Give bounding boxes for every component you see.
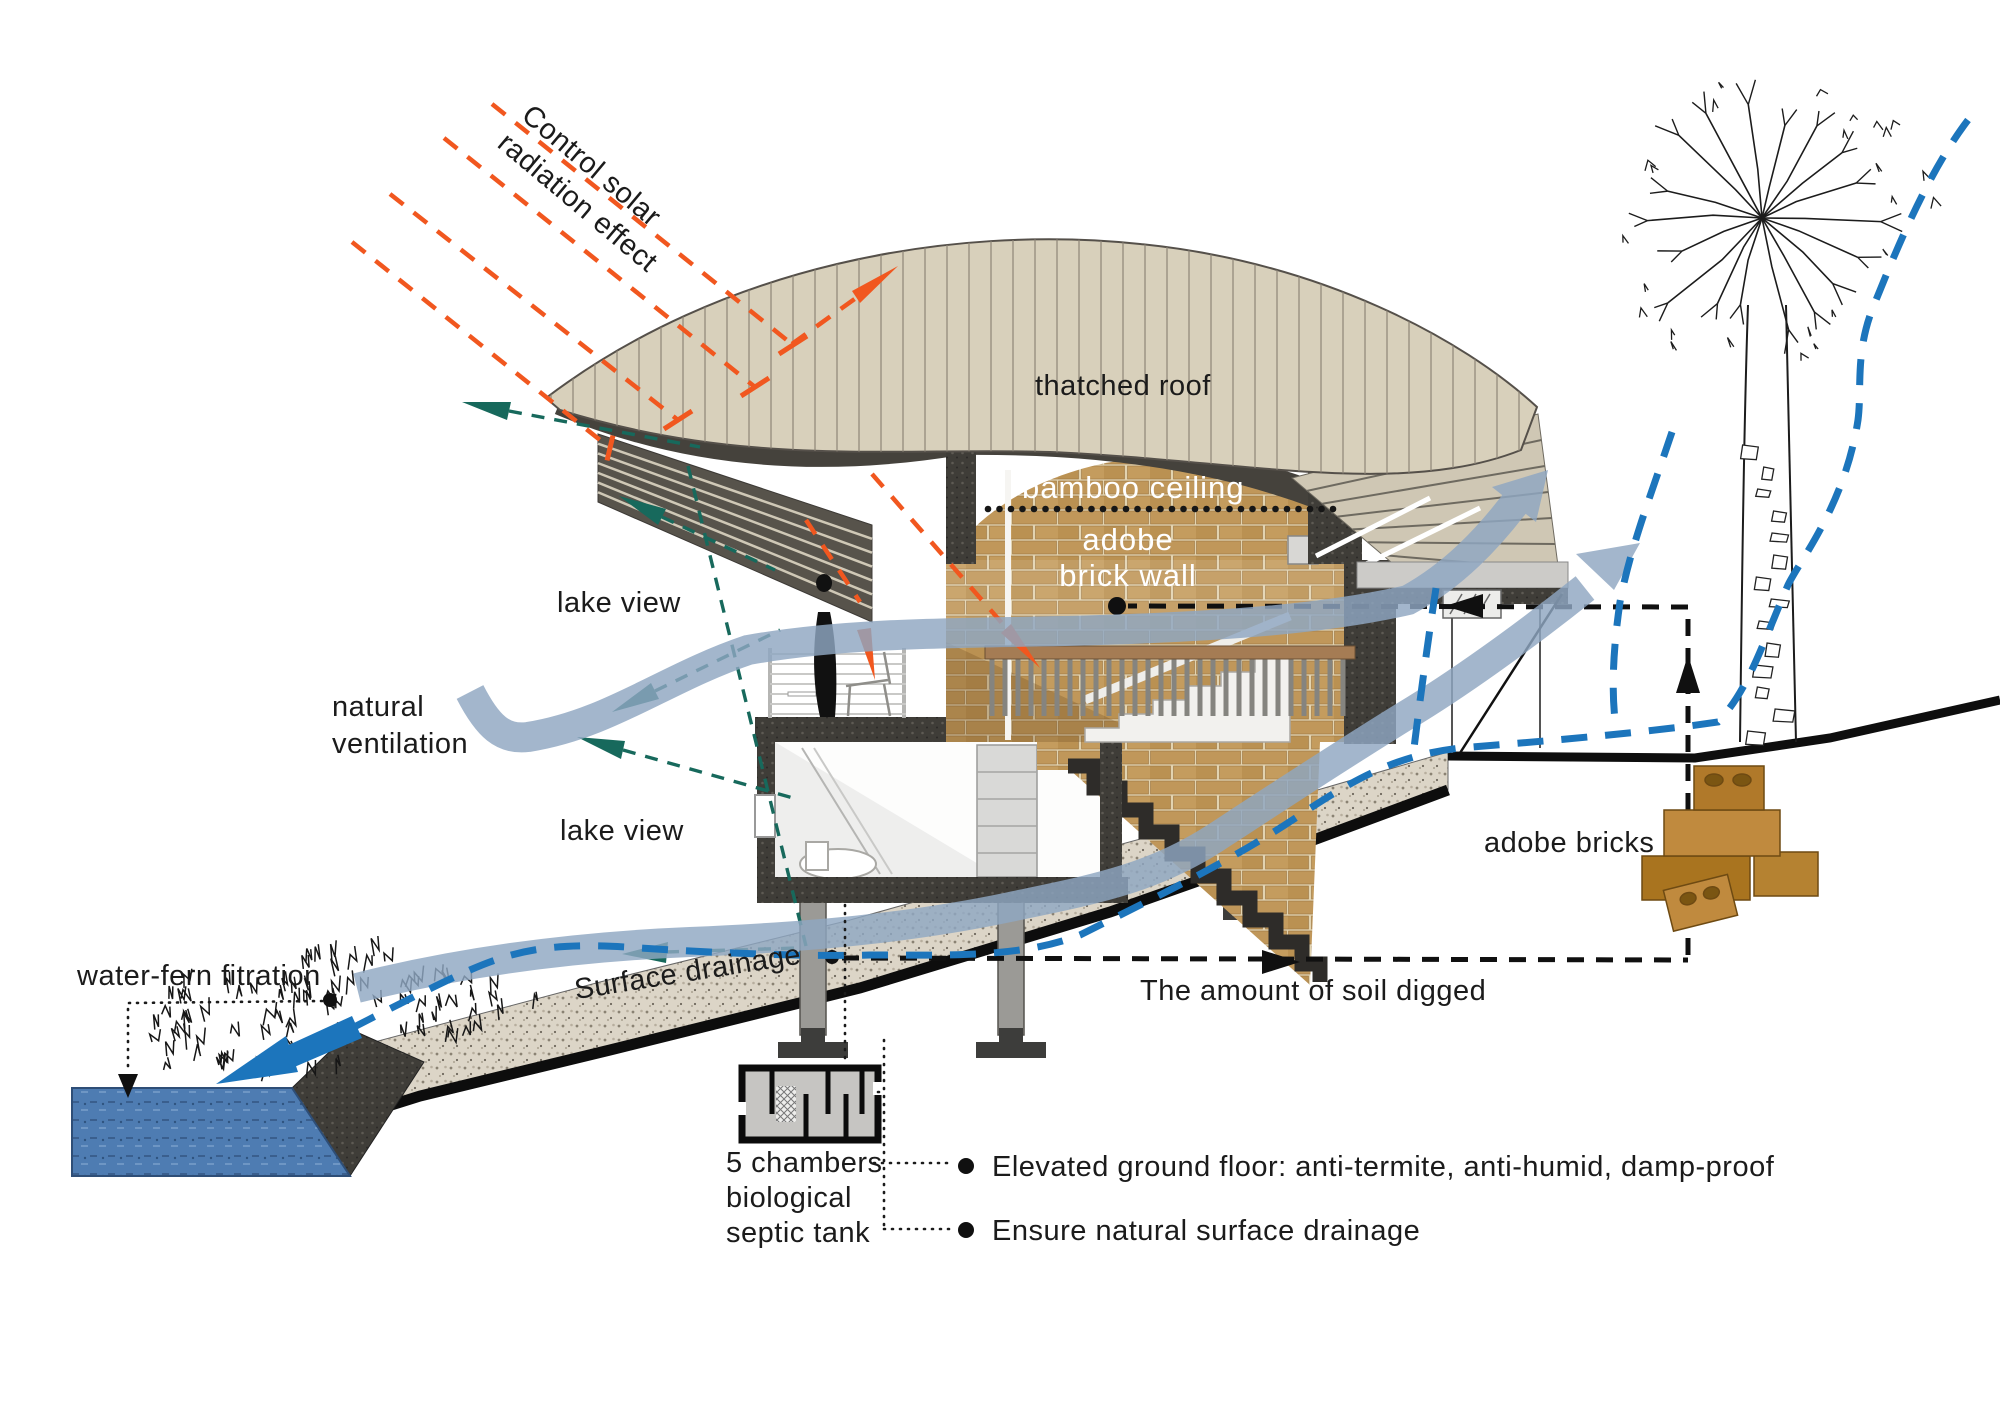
trunk-texture <box>1739 444 1796 746</box>
arch-pillar-left <box>946 452 976 564</box>
note-ensure-drainage: Ensure natural surface drainage <box>992 1215 1420 1247</box>
small-table <box>787 691 817 697</box>
arrow-left-icon <box>1445 594 1483 618</box>
adobe-brick-stack <box>1641 765 1819 933</box>
tree-trunk <box>1785 304 1797 743</box>
septic-inlet <box>737 1102 746 1115</box>
arrow-down-icon <box>118 1074 138 1098</box>
sight-arrow-icon <box>577 737 625 759</box>
label-septic-2: biological <box>726 1182 852 1214</box>
labels: Control solar radiation effect thatched … <box>76 99 1775 1249</box>
shower-glass <box>801 747 881 875</box>
label-lake-view-lower: lake view <box>560 815 684 847</box>
vent-arrow-icon <box>1492 470 1548 522</box>
balustrade <box>984 645 1356 716</box>
eave-strut <box>1360 505 1482 569</box>
septic-filter-chamber <box>776 1086 796 1122</box>
note-elevated-floor: Elevated ground floor: anti-termite, ant… <box>992 1151 1775 1183</box>
shower-glass <box>813 747 893 875</box>
septic-tank-body <box>738 1064 882 1144</box>
sight-arrow-icon <box>619 496 666 525</box>
eave-strut <box>1314 495 1432 559</box>
tree-fronds <box>1622 79 1942 361</box>
lower-wall-right <box>1100 742 1122 877</box>
leader-bullet <box>323 993 337 1007</box>
label-brick-wall: brick wall <box>1059 558 1196 593</box>
blocked-ray-cap <box>739 375 771 399</box>
vent-arrow-icon <box>1576 543 1640 590</box>
lower-wall-left <box>757 836 775 877</box>
roof-planks <box>546 239 1537 474</box>
label-lake-view-upper: lake view <box>557 587 681 619</box>
surface-drainage-path <box>216 117 1971 1084</box>
blocked-ray-cap <box>662 408 694 432</box>
drainage-arrow-shaft <box>282 1016 362 1068</box>
foundations <box>737 799 1293 1144</box>
label-adobe: adobe <box>1082 522 1173 557</box>
solar-radiation-rays <box>350 102 1040 680</box>
dotted-leaders <box>118 903 974 1238</box>
soil-to-bricks-route <box>825 594 1700 974</box>
note-bullet <box>958 1158 974 1174</box>
route-bullet <box>1108 597 1126 615</box>
arrow-up-icon <box>1676 655 1700 693</box>
reflected-ray-arrow-icon <box>852 266 898 303</box>
label-bamboo-ceiling: bamboo ceiling <box>1022 470 1245 505</box>
label-septic-3: septic tank <box>726 1217 870 1249</box>
lower-wall-left <box>757 742 775 798</box>
note-bullet <box>958 1222 974 1238</box>
brick-shading <box>946 642 1160 742</box>
footing <box>976 1028 1046 1058</box>
drainage-arrow-icon <box>216 1036 298 1084</box>
label-soil-digged: The amount of soil digged <box>1140 975 1486 1007</box>
label-natural: natural <box>332 691 424 723</box>
ground-line-right <box>1447 695 2000 763</box>
blocked-ray-cap <box>604 434 616 462</box>
bamboo-ceiling-dots <box>984 505 1337 513</box>
septic-outlet <box>873 1082 882 1095</box>
label-septic-1: 5 chambers <box>726 1147 883 1179</box>
piloti-column <box>799 894 827 1036</box>
wardrobe <box>976 744 1038 878</box>
label-water-fern: water-fern fitration <box>76 960 321 992</box>
sight-arrow-icon <box>462 402 511 420</box>
palm-tree <box>1622 79 1942 746</box>
septic-tank-diagram <box>737 1064 882 1144</box>
chair <box>845 651 892 717</box>
footing <box>778 1028 848 1058</box>
tree-trunk <box>1739 304 1749 743</box>
lake <box>71 1087 352 1177</box>
arrow-right-icon <box>1262 950 1300 974</box>
balustrade-rail <box>984 645 1356 660</box>
label-adobe-bricks: adobe bricks <box>1484 827 1654 859</box>
label-ventilation: ventilation <box>332 728 468 760</box>
label-thatched-roof: thatched roof <box>1035 370 1211 402</box>
toilet-tank <box>805 841 829 871</box>
